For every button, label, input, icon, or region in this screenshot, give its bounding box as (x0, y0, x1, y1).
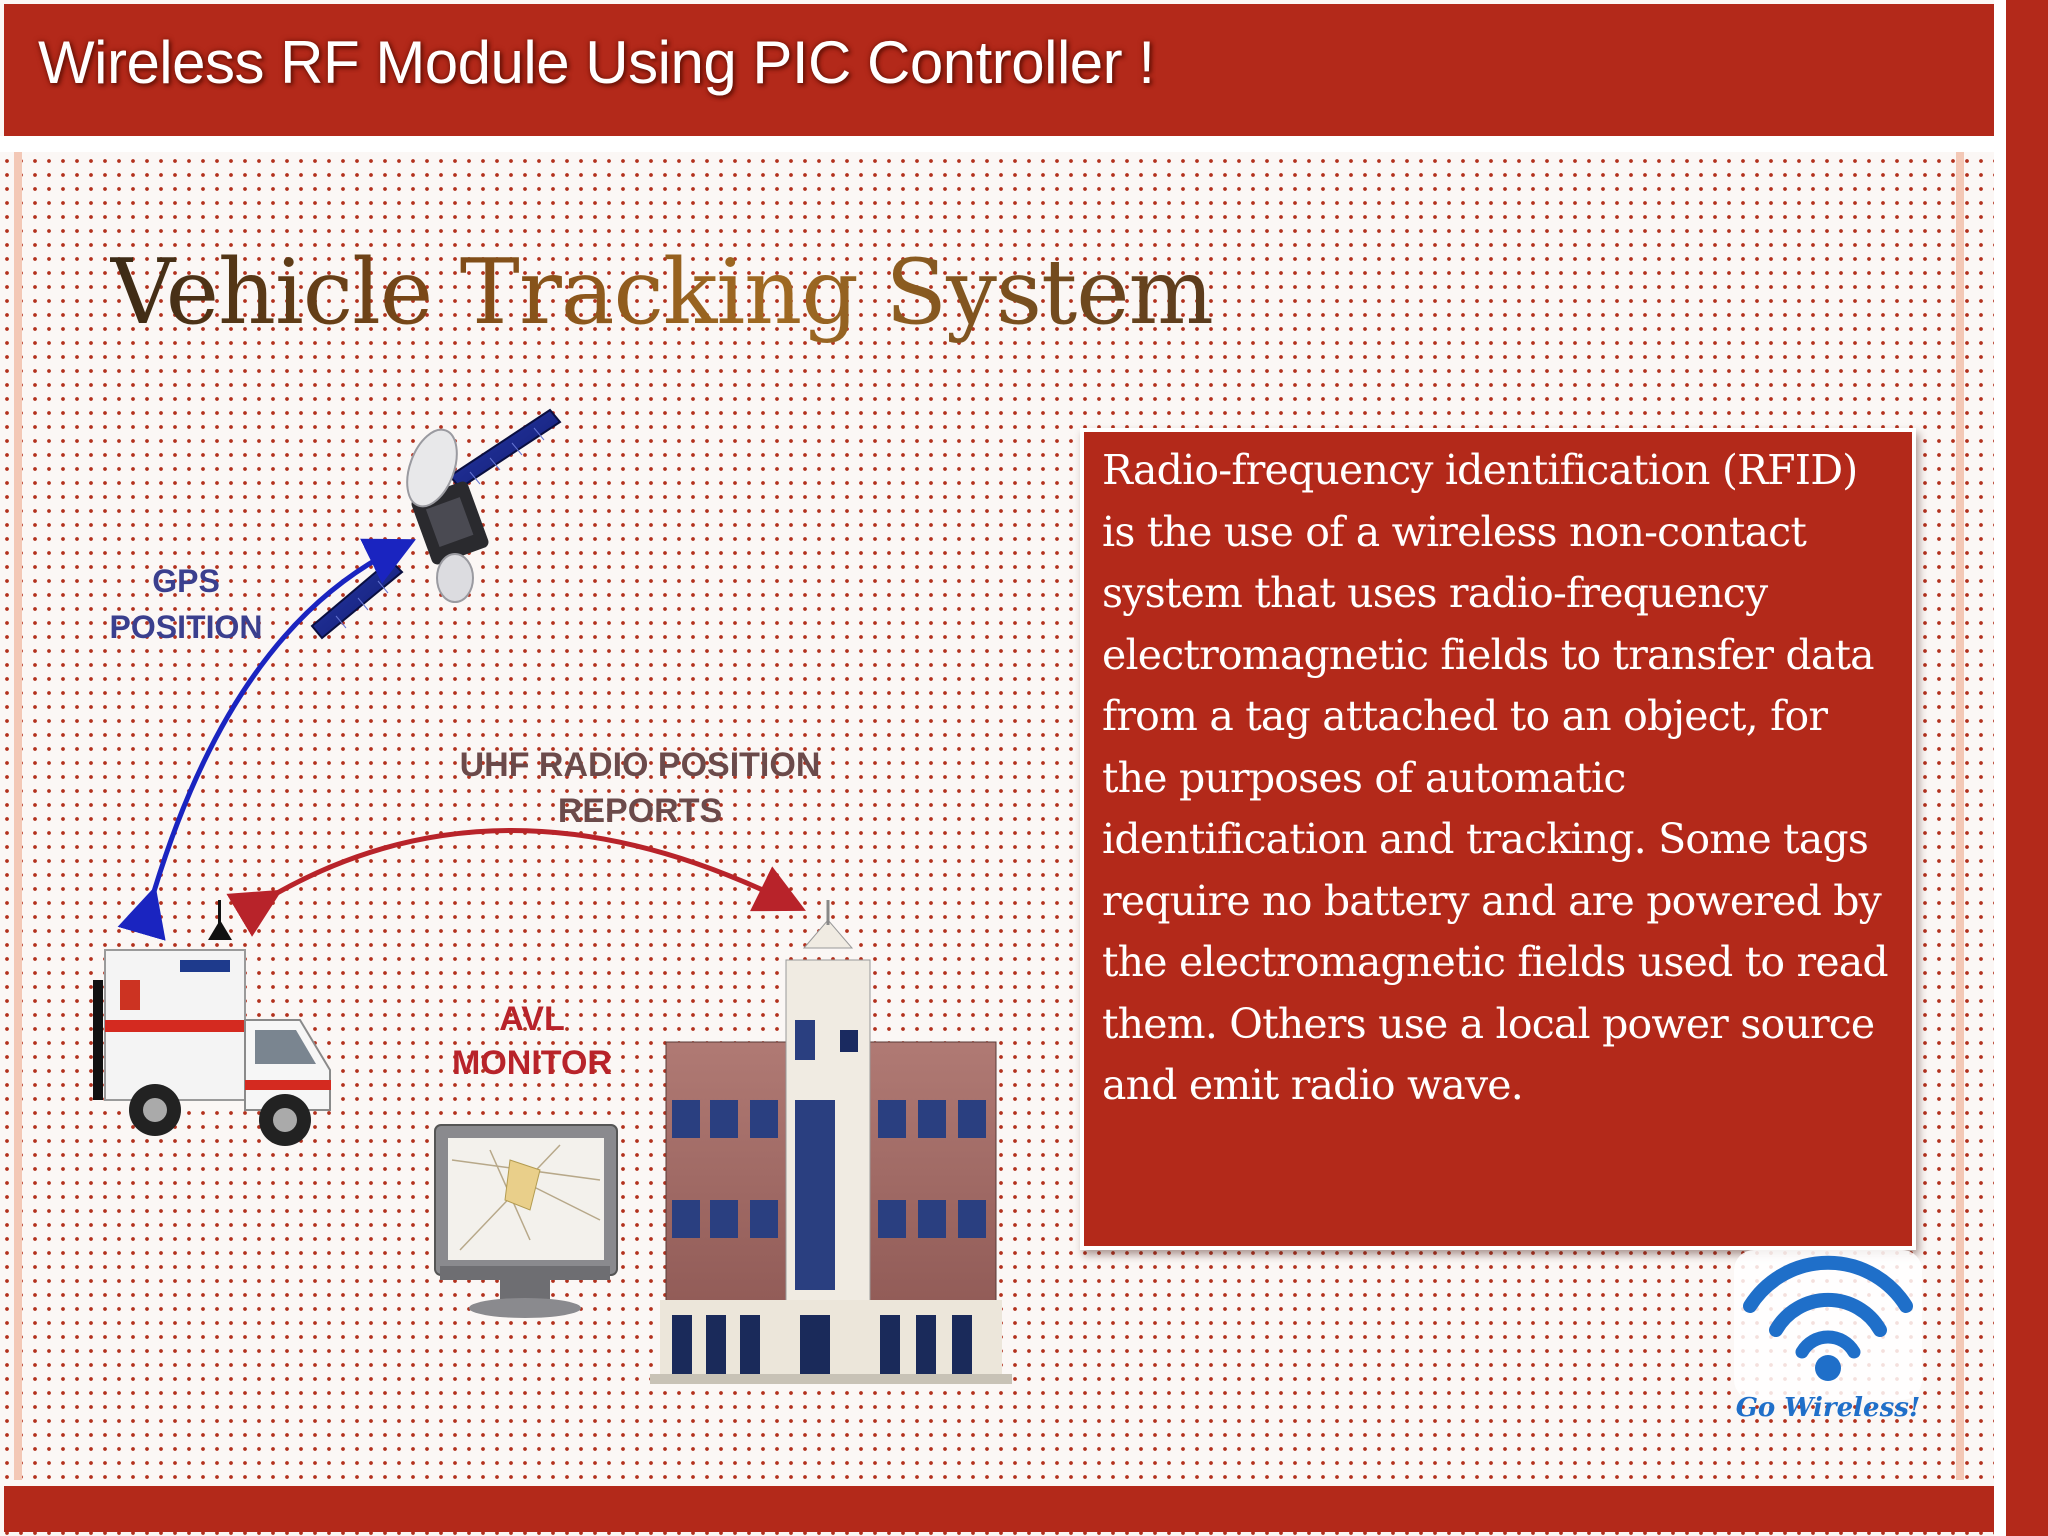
gps-link-arrow (117, 538, 416, 941)
satellite-icon (310, 408, 562, 640)
header-title: Wireless RF Module Using PIC Controller … (38, 29, 1155, 96)
avl-label-line2: MONITOR (452, 1044, 612, 1082)
rfid-description: Radio-frequency identification (RFID) is… (1102, 446, 1889, 1109)
left-side-stripe (14, 152, 22, 1480)
vehicle-tracking-diagram: GPS POSITION UHF RADIO POSITION REPORTS … (60, 380, 1060, 1400)
ambulance-icon (93, 900, 331, 1146)
slide-title: Vehicle Tracking System (110, 240, 1214, 345)
header-divider (0, 136, 1994, 152)
dispatch-building-icon (650, 900, 1012, 1384)
avl-label-line1: AVL (499, 1000, 564, 1038)
right-edge-bar (2006, 0, 2048, 1536)
avl-monitor-icon (434, 1124, 618, 1318)
gps-label-line2: POSITION (110, 609, 263, 645)
uhf-label-line1: UHF RADIO POSITION (460, 746, 821, 784)
go-wireless-logo: Go Wireless! (1728, 1248, 1928, 1428)
rfid-info-box: Radio-frequency identification (RFID) is… (1080, 428, 1916, 1250)
uhf-link-arrow (226, 828, 806, 937)
uhf-label-line2: REPORTS (558, 792, 722, 830)
wifi-icon: Go Wireless! (1734, 1250, 1922, 1423)
logo-text: Go Wireless! (1736, 1393, 1921, 1423)
right-side-stripe (1956, 152, 1964, 1480)
gps-label-line1: GPS (152, 563, 220, 599)
footer-band (4, 1486, 1994, 1532)
header-band (4, 4, 1994, 136)
diagram-svg: GPS POSITION UHF RADIO POSITION REPORTS … (93, 408, 1012, 1384)
right-bar-gap (1994, 0, 2006, 1536)
